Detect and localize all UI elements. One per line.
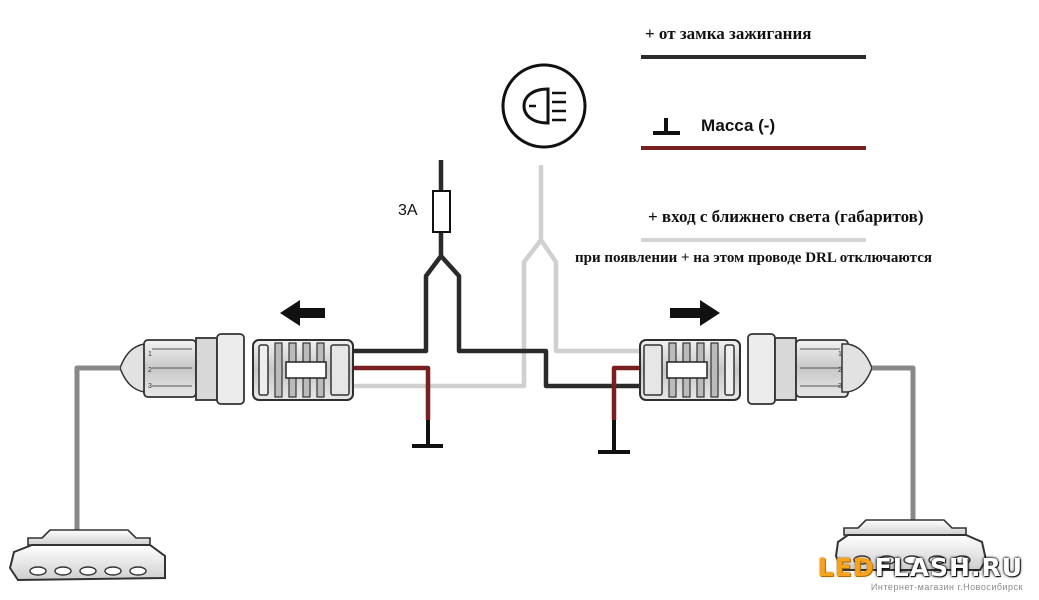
right-male-connector: 1 2 3: [747, 333, 873, 405]
low-beam-headlight-icon: [501, 63, 587, 149]
right-female-connector: [639, 339, 741, 401]
left-arrow-icon: [280, 300, 325, 326]
legend-ignition-label: + от замка зажигания: [645, 24, 812, 43]
right-pin-label-3: 3: [838, 383, 842, 390]
right-lamp-cable: [872, 365, 916, 525]
left-male-connector: 1 2 3: [119, 333, 245, 405]
lowbeam-wire: [352, 165, 640, 389]
fuse-label: 3A: [398, 202, 418, 219]
left-female-connector: [252, 339, 354, 401]
right-ground-symbol-icon: [598, 420, 630, 454]
left-pin-label-1: 1: [148, 351, 152, 358]
right-ground-wire: [611, 365, 640, 420]
left-ground-wire: [352, 365, 431, 420]
left-lamp-cable: [74, 365, 120, 535]
right-pin-label-2: 2: [838, 367, 842, 374]
right-drl-lamp-icon: [834, 519, 988, 571]
legend-ground-label: Масса (-): [701, 116, 776, 135]
left-drl-lamp-icon: [8, 529, 166, 582]
right-pin-label-1: 1: [838, 351, 842, 358]
fuse-icon: [432, 190, 451, 233]
ledflash-logo: LEDFLASH.RU Интернет-магазин г.Новосибир…: [817, 553, 1023, 593]
left-pin-label-2: 2: [148, 367, 152, 374]
legend-ground-symbol-icon: [653, 118, 680, 135]
left-ground-symbol-icon: [412, 420, 443, 448]
legend-note: при появлении + на этом проводе DRL откл…: [575, 250, 932, 266]
logo-subtitle: Интернет-магазин г.Новосибирск: [870, 582, 1023, 592]
logo-led-text: LED: [817, 553, 875, 582]
legend-lowbeam-label: + вход с ближнего света (габаритов): [648, 207, 924, 226]
logo-flash-text: FLASH.RU: [874, 553, 1023, 582]
left-pin-label-3: 3: [148, 383, 152, 390]
right-arrow-icon: [670, 300, 720, 326]
